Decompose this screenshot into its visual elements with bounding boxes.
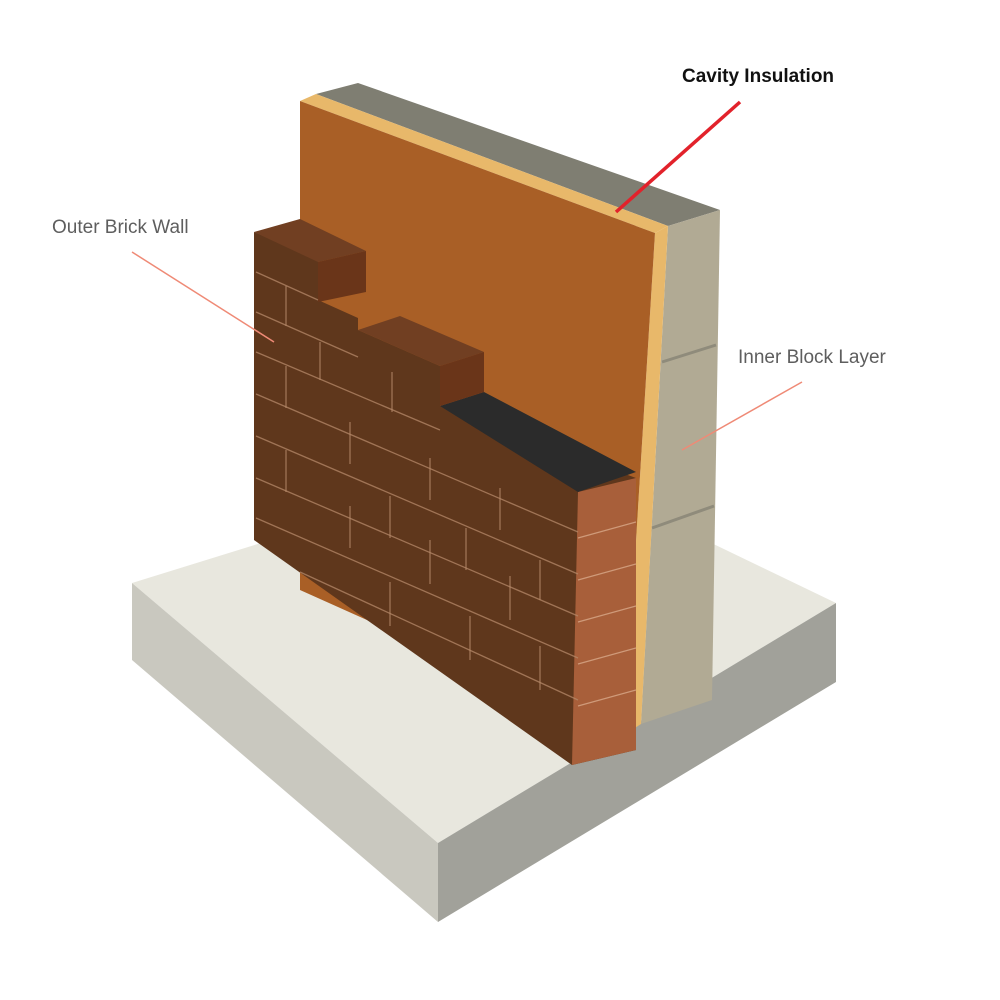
brick-wall-end-face xyxy=(572,478,636,765)
outer-brick-wall-label: Outer Brick Wall xyxy=(52,217,189,238)
slab-right-face xyxy=(438,603,836,922)
brick-wall-front-face xyxy=(254,232,636,765)
slab-left-face xyxy=(132,583,438,922)
mortar-course xyxy=(299,571,579,701)
cavity-insulation-label: Cavity Insulation xyxy=(682,66,834,87)
block-top-face xyxy=(316,83,720,226)
outer-brick-wall xyxy=(254,219,637,765)
mortar-course xyxy=(255,393,579,533)
inner-block-layer xyxy=(316,83,720,724)
mortar-course xyxy=(255,311,359,358)
end-mortar-course xyxy=(577,605,637,623)
end-mortar-course xyxy=(577,689,637,707)
cavity-insulation-pointer xyxy=(614,100,742,214)
mortar-course xyxy=(255,477,579,617)
end-mortar-course xyxy=(577,647,637,665)
mortar-course xyxy=(255,271,319,301)
cavity-membrane-top xyxy=(440,392,636,492)
mortar-course xyxy=(255,351,441,431)
block-joint xyxy=(651,504,715,530)
inner-block-layer-pointer xyxy=(681,381,803,451)
block-side-face xyxy=(641,210,720,724)
mortar-course xyxy=(255,517,579,659)
top-brick-end xyxy=(318,251,366,302)
end-mortar-course xyxy=(577,563,637,581)
mortar-course xyxy=(255,435,579,575)
top-brick xyxy=(358,316,484,366)
insulation-edge-strip xyxy=(300,94,668,233)
inner-block-layer-label: Inner Block Layer xyxy=(738,347,887,368)
top-brick-end xyxy=(440,352,484,406)
end-mortar-course xyxy=(577,521,637,539)
outer-brick-wall-pointer xyxy=(131,251,275,343)
top-brick xyxy=(254,219,366,262)
block-joint xyxy=(661,343,717,364)
